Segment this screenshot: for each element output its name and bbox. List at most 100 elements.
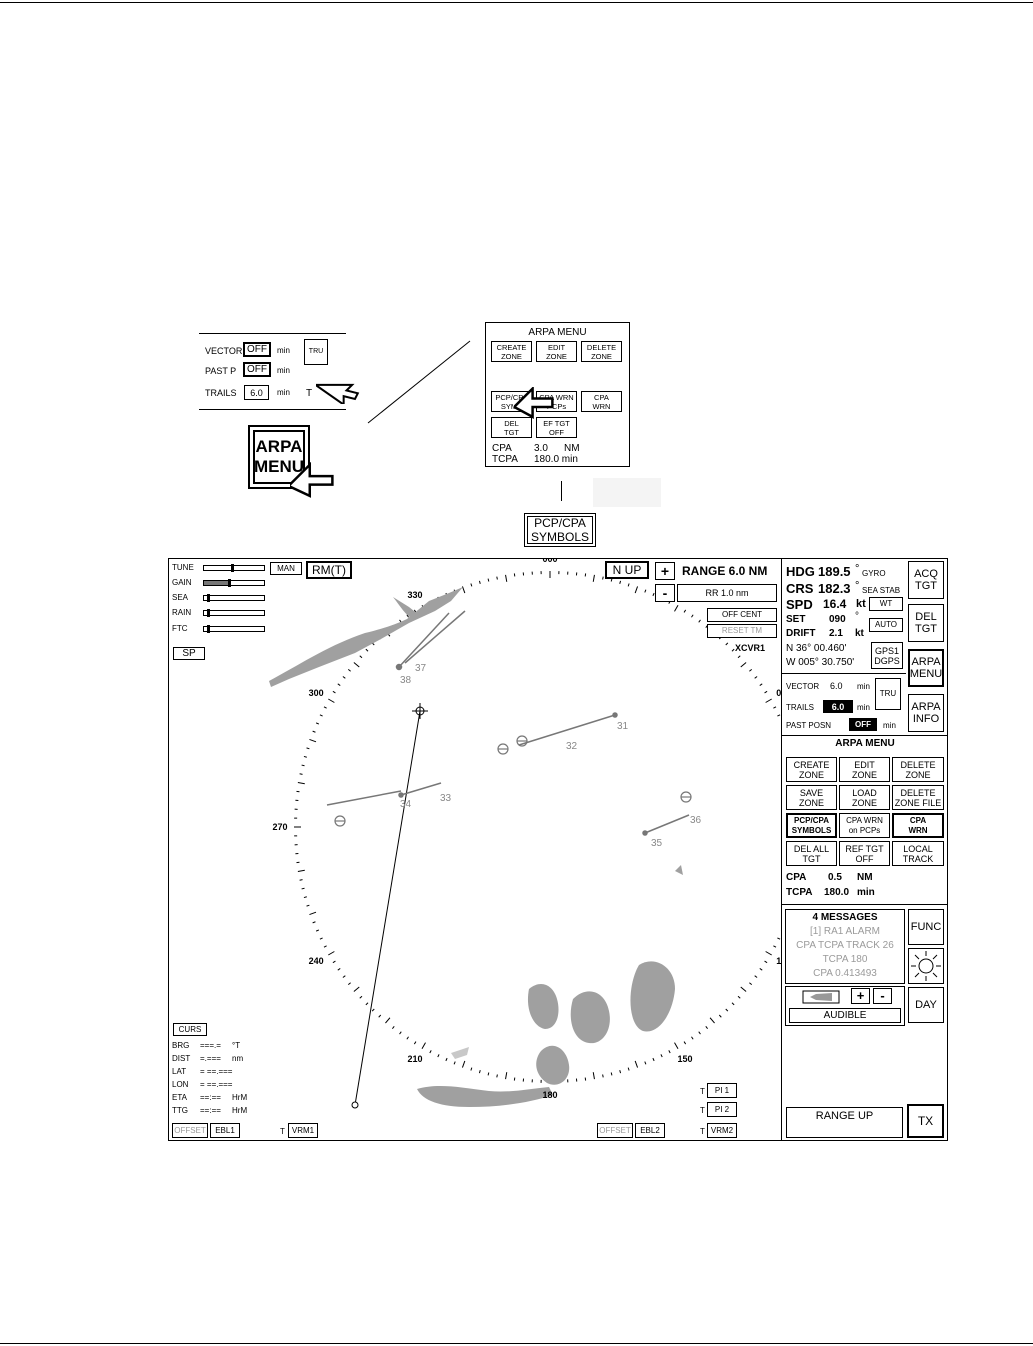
radar-screen bbox=[168, 558, 948, 1141]
trails-value-button[interactable]: 6.0 bbox=[244, 385, 269, 400]
range-minus-button[interactable]: - bbox=[655, 584, 675, 602]
target-vector bbox=[398, 612, 450, 668]
create-zone-button[interactable]: CREATE ZONE bbox=[491, 341, 532, 362]
tx-button[interactable]: TX bbox=[907, 1104, 944, 1138]
brightness-button[interactable] bbox=[908, 948, 944, 984]
offset-ebl1-button[interactable]: OFFSET bbox=[172, 1123, 208, 1138]
messages-count: 4 MESSAGES bbox=[812, 912, 878, 923]
edit-zone-button[interactable]: EDIT ZONE bbox=[839, 757, 890, 782]
arpa-menu-big-button[interactable]: ARPA MENU bbox=[248, 425, 310, 489]
save-zone-button[interactable]: SAVE ZONE bbox=[786, 785, 837, 810]
del-all-tgt-button[interactable]: DEL ALL TGT bbox=[786, 841, 837, 866]
reset-tm-button[interactable]: RESET TM bbox=[707, 624, 777, 638]
gain-slider[interactable] bbox=[203, 579, 265, 587]
delete-zone-file-button[interactable]: DELETE ZONE FILE bbox=[892, 785, 944, 810]
pi2-t-label: T bbox=[700, 1106, 705, 1115]
speaker-icon[interactable] bbox=[802, 990, 840, 1004]
ebl-line bbox=[354, 710, 421, 1106]
brg-label: BRG bbox=[172, 1041, 190, 1050]
vrm2-button[interactable]: VRM2 bbox=[707, 1123, 737, 1138]
target-label-37[interactable]: 37 bbox=[415, 663, 427, 674]
curs-button[interactable]: CURS bbox=[173, 1023, 207, 1036]
trails-value-button[interactable]: 6.0 bbox=[823, 700, 853, 713]
set-deg: ° bbox=[855, 611, 859, 622]
target-label-35[interactable]: 35 bbox=[651, 838, 663, 849]
brg-value: ===.= bbox=[200, 1041, 221, 1050]
edit-zone-button[interactable]: EDIT ZONE bbox=[536, 341, 577, 362]
ebl2-button[interactable]: EBL2 bbox=[635, 1123, 665, 1138]
tune-slider[interactable] bbox=[203, 564, 265, 572]
rm-t-button[interactable]: RM(T) bbox=[306, 561, 352, 579]
day-button[interactable]: DAY bbox=[908, 987, 944, 1023]
spd-label: SPD bbox=[786, 597, 813, 612]
target-vector bbox=[518, 714, 616, 746]
range-plus-button[interactable]: + bbox=[655, 562, 675, 580]
hdg-deg: ° bbox=[855, 563, 860, 575]
bearing-label-330: 330 bbox=[407, 590, 422, 600]
target-label-31[interactable]: 31 bbox=[617, 721, 629, 732]
wt-button[interactable]: WT bbox=[869, 597, 903, 611]
audible-button[interactable]: AUDIBLE bbox=[789, 1008, 901, 1023]
del-tgt-button[interactable]: DEL TGT bbox=[908, 604, 944, 642]
target-label-32[interactable]: 32 bbox=[566, 741, 578, 752]
target-label-36[interactable]: 36 bbox=[690, 815, 702, 826]
hdg-source: GYRO bbox=[862, 569, 886, 578]
cpa-unit: NM bbox=[857, 872, 873, 883]
bearing-label-060: 060 bbox=[776, 688, 781, 698]
load-zone-button[interactable]: LOAD ZONE bbox=[839, 785, 890, 810]
cpa-wrn-button[interactable]: CPA WRN bbox=[581, 391, 622, 412]
trails-unit: min bbox=[857, 703, 870, 712]
sea-slider[interactable] bbox=[203, 594, 265, 602]
volume-plus-button[interactable]: + bbox=[851, 988, 870, 1004]
volume-minus-button[interactable]: - bbox=[873, 988, 892, 1004]
cpa-wrn-pcps-button[interactable]: CPA WRN on PCPs bbox=[839, 813, 890, 838]
offset-ebl2-button[interactable]: OFFSET bbox=[597, 1123, 633, 1138]
off-cent-button[interactable]: OFF CENT bbox=[707, 608, 777, 622]
rain-slider[interactable] bbox=[203, 609, 265, 617]
man-button[interactable]: MAN bbox=[270, 562, 302, 575]
pcp-cpa-symbols-callout-button[interactable]: PCP/CPA SYMBOLS bbox=[524, 513, 596, 547]
ftc-slider[interactable] bbox=[203, 625, 265, 633]
auto-button[interactable]: AUTO bbox=[869, 618, 903, 632]
pastposn-value-button[interactable]: OFF bbox=[849, 718, 877, 731]
arpa-menu-button[interactable]: ARPA MENU bbox=[908, 649, 944, 687]
tru-button[interactable]: TRU bbox=[875, 678, 901, 710]
crs-value: 182.3 bbox=[818, 581, 851, 596]
pastp-value-button[interactable]: OFF bbox=[243, 362, 271, 377]
delete-zone-button[interactable]: DELETE ZONE bbox=[581, 341, 622, 362]
arpa-info-button[interactable]: ARPA INFO bbox=[908, 694, 944, 732]
n-up-button[interactable]: N UP bbox=[605, 561, 649, 579]
lon-label: LON bbox=[172, 1080, 189, 1089]
ebl1-button[interactable]: EBL1 bbox=[210, 1123, 240, 1138]
gps-button[interactable]: GPS1 DGPS bbox=[871, 642, 903, 669]
cpa-wrn-button[interactable]: CPA WRN bbox=[892, 813, 944, 838]
target-label-34[interactable]: 34 bbox=[400, 799, 412, 810]
ref-tgt-off-button[interactable]: EF TGT OFF bbox=[536, 417, 577, 438]
del-tgt-button[interactable]: DEL TGT bbox=[491, 417, 532, 438]
ref-tgt-off-button[interactable]: REF TGT OFF bbox=[839, 841, 890, 866]
local-track-button[interactable]: LOCAL TRACK bbox=[892, 841, 944, 866]
func-button[interactable]: FUNC bbox=[908, 909, 944, 945]
tru-button[interactable]: TRU bbox=[304, 339, 328, 365]
pi1-button[interactable]: PI 1 bbox=[707, 1083, 737, 1098]
dist-label: DIST bbox=[172, 1054, 191, 1063]
rr-button[interactable]: RR 1.0 nm bbox=[677, 584, 777, 602]
target-label-38[interactable]: 38 bbox=[400, 675, 412, 686]
vrm1-button[interactable]: VRM1 bbox=[288, 1123, 318, 1138]
pi2-button[interactable]: PI 2 bbox=[707, 1102, 737, 1117]
delete-zone-button[interactable]: DELETE ZONE bbox=[892, 757, 944, 782]
tcpa-label: TCPA bbox=[786, 887, 813, 898]
target-vector bbox=[644, 814, 690, 834]
set-label: SET bbox=[786, 614, 806, 625]
pcp-cpa-symbols-button[interactable]: PCP/CPA SYMBOLS bbox=[786, 813, 837, 838]
range-up-button[interactable]: RANGE UP bbox=[786, 1107, 903, 1138]
tcpa-label: TCPA bbox=[492, 454, 518, 465]
target-label-33[interactable]: 33 bbox=[440, 793, 452, 804]
sp-button[interactable]: SP bbox=[173, 647, 205, 660]
acq-tgt-button[interactable]: ACQ TGT bbox=[908, 561, 944, 599]
vrm2-t-label: T bbox=[700, 1127, 705, 1136]
messages-panel[interactable]: 4 MESSAGES [1] RA1 ALARM CPA TCPA TRACK … bbox=[785, 909, 905, 984]
create-zone-button[interactable]: CREATE ZONE bbox=[786, 757, 837, 782]
vector-value-button[interactable]: OFF bbox=[243, 342, 271, 357]
